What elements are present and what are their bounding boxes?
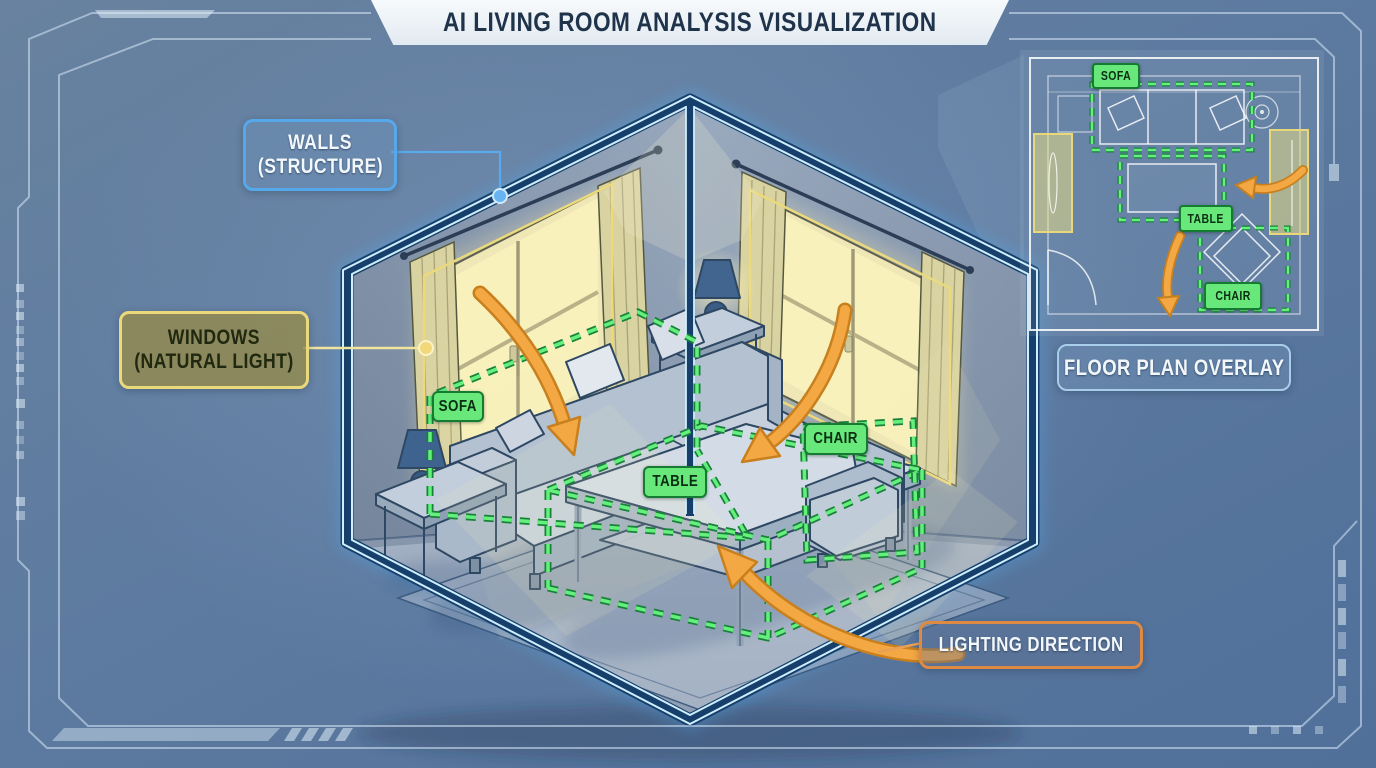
- floorplan-arrow-down: [1156, 231, 1185, 319]
- windows-label-line2: (NATURAL LIGHT): [134, 350, 294, 373]
- chair-detection-tag: CHAIR: [804, 423, 868, 455]
- chair-bounding-box: [799, 417, 921, 564]
- floorplan-window-left: [1033, 133, 1073, 233]
- sofa-bounding-box: [426, 308, 755, 542]
- windows-label: WINDOWS (NATURAL LIGHT): [119, 311, 309, 389]
- light-pool-left: [436, 404, 742, 636]
- room-outline: [340, 93, 1040, 727]
- chair-tag-text: CHAIR: [813, 430, 859, 447]
- light-arrow-3: [716, 544, 966, 664]
- windows-leader: [303, 340, 434, 356]
- page-title: AI LIVING ROOM ANALYSIS VISUALIZATION: [371, 0, 1009, 45]
- floorplan-door: [1047, 249, 1097, 306]
- light-arrow-2: [740, 302, 853, 464]
- window-handle: [509, 345, 518, 363]
- sofa-tag-text: SOFA: [438, 397, 478, 415]
- floorplan-sofa-tag: SOFA: [1092, 63, 1140, 89]
- floor-plan-overlay-label: FLOOR PLAN OVERLAY: [1057, 344, 1291, 391]
- lighting-direction-label: LIGHTING DIRECTION: [919, 621, 1143, 669]
- floorplan-table-text: TABLE: [1187, 211, 1225, 226]
- floorplan-lamp-top: [1245, 95, 1279, 129]
- floor-plan-overlay-text: FLOOR PLAN OVERLAY: [1063, 354, 1285, 380]
- walls-label-line1: WALLS: [288, 131, 352, 155]
- page-title-text: AI LIVING ROOM ANALYSIS VISUALIZATION: [443, 7, 937, 37]
- floorplan-table: [1127, 163, 1217, 213]
- light-arrow-1: [472, 285, 582, 457]
- table-detection-tag: TABLE: [643, 466, 707, 498]
- walls-anchor-dot: [492, 188, 508, 204]
- lighting-leader: [877, 641, 923, 654]
- light-pool-right: [806, 470, 1018, 648]
- hud-inner-line: [58, 38, 1358, 727]
- curtain-rod: [403, 148, 659, 258]
- floorplan-arrow-left: [1233, 165, 1308, 200]
- hud-inner-line-right: [1009, 38, 1335, 164]
- sofa-detection-tag: SOFA: [432, 391, 484, 422]
- floorplan-table-tag: TABLE: [1179, 205, 1233, 232]
- curtain-rod: [735, 162, 971, 272]
- walls-label: WALLS (STRUCTURE): [243, 119, 397, 191]
- hud-frame: [16, 10, 1362, 749]
- hud-outer-line: [17, 12, 1362, 749]
- floorplan-bounding-boxes: [1089, 81, 1291, 313]
- side-table-left: [375, 429, 507, 588]
- walls-leader: [391, 150, 508, 204]
- windows-label-line1: WINDOWS: [167, 326, 261, 350]
- floorplan-sofa: [1099, 89, 1247, 145]
- floorplan-chair-text: CHAIR: [1215, 289, 1251, 303]
- floorplan-chair-tag: CHAIR: [1204, 282, 1262, 310]
- floorplan: [1020, 50, 1324, 336]
- floorplan-sofa-text: SOFA: [1100, 69, 1132, 83]
- walls-label-line2: (STRUCTURE): [257, 155, 383, 178]
- hud-tiles: [16, 10, 1346, 741]
- windows-anchor-dot: [418, 340, 434, 356]
- lighting-direction-text: LIGHTING DIRECTION: [938, 633, 1124, 656]
- table-bounding-box: [536, 422, 934, 642]
- table-tag-text: TABLE: [652, 473, 698, 490]
